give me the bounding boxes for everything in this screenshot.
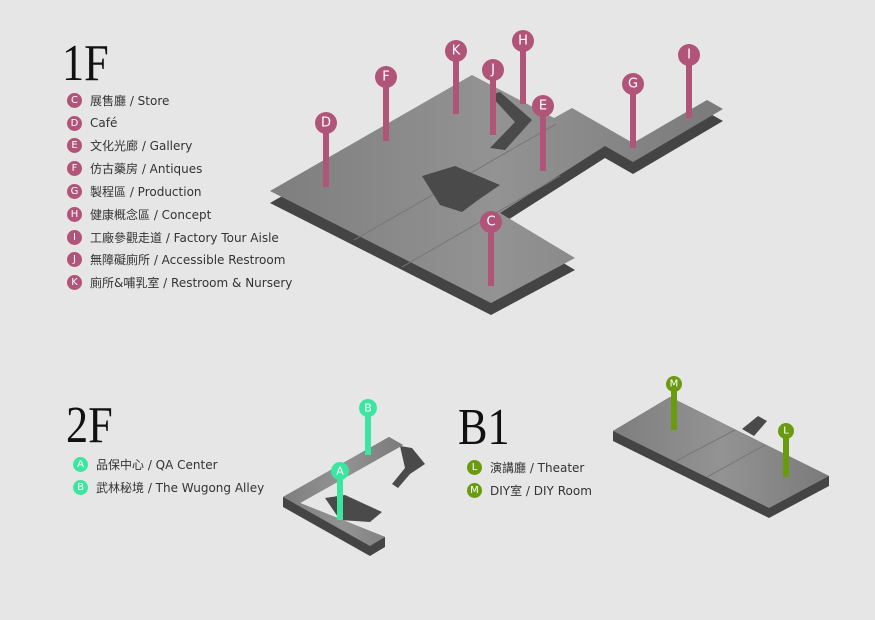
legend-item-concept[interactable]: H 健康概念區 / Concept [67, 203, 292, 226]
pin-g[interactable]: G [622, 73, 644, 148]
badge-k: K [67, 275, 82, 291]
legend-label: 武林秘境 / The Wugong Alley [96, 480, 265, 495]
legend-item-qa-center[interactable]: A 品保中心 / QA Center [73, 453, 264, 476]
legend-item-diy-room[interactable]: M DIY室 / DIY Room [467, 479, 592, 502]
legend-label: 文化光廊 / Gallery [90, 139, 193, 154]
legend-item-theater[interactable]: L 演講廳 / Theater [467, 456, 592, 479]
legend-1f: C 展售廳 / Store D Café E 文化光廊 / Gallery F 仿古藥房… [67, 89, 292, 294]
legend-label: 製程區 / Production [90, 185, 202, 200]
pin-b[interactable]: B [359, 399, 377, 455]
legend-label: 演講廳 / Theater [490, 460, 585, 475]
badge-l: L [467, 459, 482, 475]
stairs-icon [422, 166, 500, 212]
pin-i[interactable]: I [678, 44, 700, 118]
legend-2f: A 品保中心 / QA Center B 武林秘境 / The Wugong All… [73, 453, 264, 499]
legend-item-factory-tour-aisle[interactable]: I 工廠參觀走道 / Factory Tour Aisle [67, 226, 292, 249]
pin-l[interactable]: L [778, 423, 794, 477]
badge-j: J [67, 252, 82, 268]
pin-j[interactable]: J [482, 59, 504, 135]
pin-h[interactable]: H [512, 30, 534, 104]
svg-text:I: I [687, 48, 691, 63]
legend-label: 仿古藥房 / Antiques [90, 162, 203, 177]
pin-d[interactable]: D [315, 112, 337, 187]
svg-text:B: B [364, 402, 372, 415]
legend-label: 展售廳 / Store [90, 93, 170, 108]
badge-c: C [67, 92, 82, 108]
legend-label: 健康概念區 / Concept [90, 207, 212, 222]
floor-title-b1: B1 [458, 399, 510, 456]
svg-text:M: M [670, 379, 679, 390]
badge-f: F [67, 161, 82, 177]
pin-e[interactable]: E [532, 95, 554, 171]
legend-label: Café [90, 116, 118, 131]
legend-label: 工廠參觀走道 / Factory Tour Aisle [90, 230, 279, 245]
legend-item-antiques[interactable]: F 仿古藥房 / Antiques [67, 157, 292, 180]
legend-item-accessible-restroom[interactable]: J 無障礙廁所 / Accessible Restroom [67, 249, 292, 272]
badge-h: H [67, 206, 82, 222]
svg-text:C: C [486, 215, 495, 230]
svg-text:E: E [539, 99, 547, 114]
badge-m: M [467, 482, 482, 498]
pin-a[interactable]: A [331, 462, 349, 520]
floor-2f-top [283, 437, 403, 546]
svg-text:L: L [783, 426, 789, 437]
legend-label: 品保中心 / QA Center [96, 457, 218, 472]
svg-text:F: F [382, 70, 389, 85]
svg-text:A: A [336, 465, 344, 478]
legend-item-wugong-alley[interactable]: B 武林秘境 / The Wugong Alley [73, 476, 264, 499]
floor-1f-top [270, 75, 723, 303]
legend-b1: L 演講廳 / Theater M DIY室 / DIY Room [467, 456, 592, 502]
floor-b1-plan: M L [613, 376, 829, 518]
svg-text:H: H [518, 34, 528, 49]
legend-label: 無障礙廁所 / Accessible Restroom [90, 253, 286, 268]
svg-text:J: J [490, 63, 495, 78]
pin-c[interactable]: C [480, 211, 502, 286]
floor-1f-plan: D F K H J E G I C [270, 30, 723, 315]
svg-text:D: D [321, 116, 331, 131]
legend-label: 廁所&哺乳室 / Restroom & Nursery [90, 276, 293, 291]
legend-item-store[interactable]: C 展售廳 / Store [67, 89, 292, 112]
legend-item-restroom-nursery[interactable]: K 廁所&哺乳室 / Restroom & Nursery [67, 271, 292, 294]
badge-g: G [67, 184, 82, 200]
stairs-icon [392, 446, 425, 488]
floor-2f-plan: B A [283, 399, 425, 556]
stairs-icon [742, 416, 767, 436]
badge-d: D [67, 115, 82, 131]
floor-b1-top [613, 397, 829, 508]
floor-title-1f: 1F [62, 35, 109, 92]
svg-text:K: K [452, 44, 461, 59]
legend-item-cafe[interactable]: D Café [67, 112, 292, 135]
badge-i: I [67, 229, 82, 245]
badge-b: B [73, 479, 88, 495]
legend-item-gallery[interactable]: E 文化光廊 / Gallery [67, 135, 292, 158]
pin-f[interactable]: F [375, 66, 397, 141]
legend-item-production[interactable]: G 製程區 / Production [67, 180, 292, 203]
badge-a: A [73, 456, 88, 472]
svg-text:G: G [628, 77, 638, 92]
pin-m[interactable]: M [666, 376, 682, 430]
legend-label: DIY室 / DIY Room [490, 483, 592, 498]
pin-k[interactable]: K [445, 40, 467, 114]
badge-e: E [67, 138, 82, 154]
floor-title-2f: 2F [66, 397, 113, 454]
